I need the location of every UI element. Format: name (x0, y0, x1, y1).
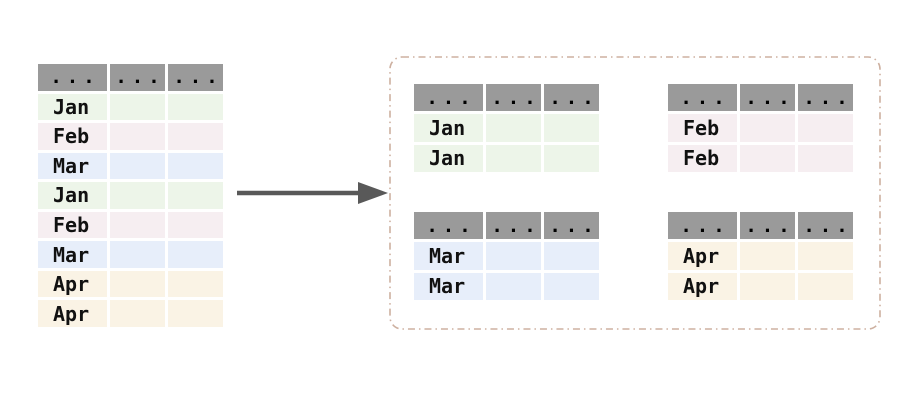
value-cell (486, 114, 541, 142)
header-cell: ... (544, 84, 599, 112)
month-cell: Feb (38, 123, 107, 150)
value-cell (544, 114, 599, 142)
value-cell (168, 182, 223, 209)
header-cell: ... (38, 64, 107, 91)
header-cell: ... (486, 212, 541, 240)
value-cell (168, 300, 223, 327)
month-cell: Feb (38, 211, 107, 239)
month-cell: Mar (38, 152, 107, 180)
value-cell (740, 242, 795, 270)
group-table-mar: ... ... ... Mar Mar (414, 212, 599, 300)
source-table: ... ... ... Jan Feb Mar Jan Feb Mar Apr … (38, 64, 223, 327)
value-cell (544, 144, 599, 172)
value-cell (740, 272, 795, 300)
value-cell (168, 211, 223, 239)
header-cell: ... (414, 212, 483, 240)
group-table-jan: ... ... ... Jan Jan (414, 84, 599, 172)
month-cell: Mar (414, 272, 483, 300)
value-cell (110, 182, 165, 209)
value-cell (798, 144, 853, 172)
header-cell: ... (168, 64, 223, 91)
header-cell: ... (740, 84, 795, 112)
month-cell: Apr (38, 300, 107, 327)
value-cell (168, 152, 223, 180)
header-cell: ... (798, 212, 853, 240)
month-cell: Mar (414, 242, 483, 270)
month-cell: Apr (38, 270, 107, 298)
header-cell: ... (668, 84, 737, 112)
header-cell: ... (544, 212, 599, 240)
header-cell: ... (414, 84, 483, 112)
value-cell (740, 144, 795, 172)
value-cell (486, 144, 541, 172)
month-cell: Jan (38, 93, 107, 121)
value-cell (110, 241, 165, 268)
value-cell (110, 300, 165, 327)
header-cell: ... (798, 84, 853, 112)
month-cell: Apr (668, 272, 737, 300)
month-cell: Feb (668, 144, 737, 172)
value-cell (798, 114, 853, 142)
value-cell (110, 93, 165, 121)
value-cell (544, 242, 599, 270)
value-cell (168, 270, 223, 298)
value-cell (110, 211, 165, 239)
month-cell: Feb (668, 114, 737, 142)
value-cell (740, 114, 795, 142)
value-cell (110, 123, 165, 150)
right-arrow-icon (237, 182, 388, 204)
group-table-feb: ... ... ... Feb Feb (668, 84, 853, 172)
month-cell: Mar (38, 241, 107, 268)
month-cell: Jan (38, 182, 107, 209)
month-cell: Jan (414, 144, 483, 172)
header-cell: ... (740, 212, 795, 240)
month-cell: Apr (668, 242, 737, 270)
header-cell: ... (486, 84, 541, 112)
month-cell: Jan (414, 114, 483, 142)
header-cell: ... (110, 64, 165, 91)
value-cell (110, 270, 165, 298)
value-cell (798, 242, 853, 270)
value-cell (110, 152, 165, 180)
value-cell (544, 272, 599, 300)
value-cell (486, 242, 541, 270)
value-cell (168, 241, 223, 268)
value-cell (168, 123, 223, 150)
header-cell: ... (668, 212, 737, 240)
group-table-apr: ... ... ... Apr Apr (668, 212, 853, 300)
value-cell (168, 93, 223, 121)
value-cell (798, 272, 853, 300)
value-cell (486, 272, 541, 300)
